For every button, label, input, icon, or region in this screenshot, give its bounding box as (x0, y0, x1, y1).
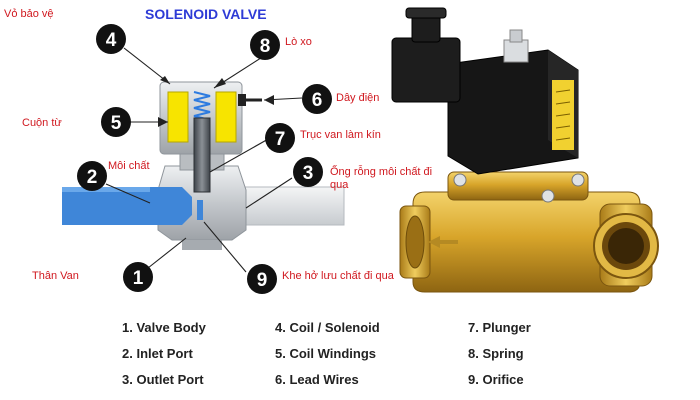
marker-2: 2 (77, 161, 107, 191)
marker-5-number: 5 (111, 113, 122, 134)
plunger (193, 117, 211, 193)
marker-7: 7 (265, 123, 295, 153)
solenoid-valve-illustration (391, 7, 659, 293)
label-medium: Môi chất (108, 160, 150, 172)
marker-2-number: 2 (87, 167, 98, 188)
brass-body (412, 191, 641, 293)
diagram-title: SOLENOID VALVE (145, 6, 267, 22)
label-lead-wire: Dây điện (336, 92, 380, 104)
spring (193, 91, 211, 121)
connector-plug (391, 37, 461, 103)
marker-3-number: 3 (303, 163, 314, 184)
legend-item-2: 2. Inlet Port (122, 346, 193, 361)
marker-8-number: 8 (260, 36, 271, 57)
coil-winding-right (215, 91, 237, 143)
legend-item-5: 5. Coil Windings (275, 346, 376, 361)
label-protective-housing: Vỏ bảo vệ (4, 8, 54, 20)
label-coil: Cuộn từ (22, 117, 62, 129)
marker-6: 6 (302, 84, 332, 114)
marker-1: 1 (123, 262, 153, 292)
legend-item-7: 7. Plunger (468, 320, 531, 335)
legend-item-8: 8. Spring (468, 346, 524, 361)
marker-7-number: 7 (275, 129, 286, 150)
marker-6-number: 6 (312, 90, 323, 111)
marker-9: 9 (247, 264, 277, 294)
marker-8: 8 (250, 30, 280, 60)
legend-item-1: 1. Valve Body (122, 320, 206, 335)
marker-1-number: 1 (133, 268, 144, 289)
marker-4-number: 4 (106, 30, 117, 51)
label-valve-body: Thân Van (32, 270, 79, 282)
marker-9-number: 9 (257, 270, 268, 291)
legend-item-9: 9. Orifice (468, 372, 524, 387)
callout-markers: 4 8 5 6 7 2 3 (77, 24, 332, 294)
legend-item-3: 3. Outlet Port (122, 372, 204, 387)
label-orifice: Khe hở lưu chất đi qua (282, 270, 394, 282)
leader-lines (105, 47, 303, 273)
label-outlet-pipe: Ống rỗng môi chất đi qua (330, 166, 433, 191)
marker-5: 5 (101, 107, 131, 137)
legend-item-6: 6. Lead Wires (275, 372, 359, 387)
marker-4: 4 (96, 24, 126, 54)
cutaway (62, 81, 345, 250)
label-plunger: Trục van làm kín (300, 129, 381, 141)
label-spring: Lò xo (285, 36, 312, 48)
marker-3: 3 (293, 157, 323, 187)
legend-item-4: 4. Coil / Solenoid (275, 320, 380, 335)
coil-winding-left (167, 91, 189, 143)
